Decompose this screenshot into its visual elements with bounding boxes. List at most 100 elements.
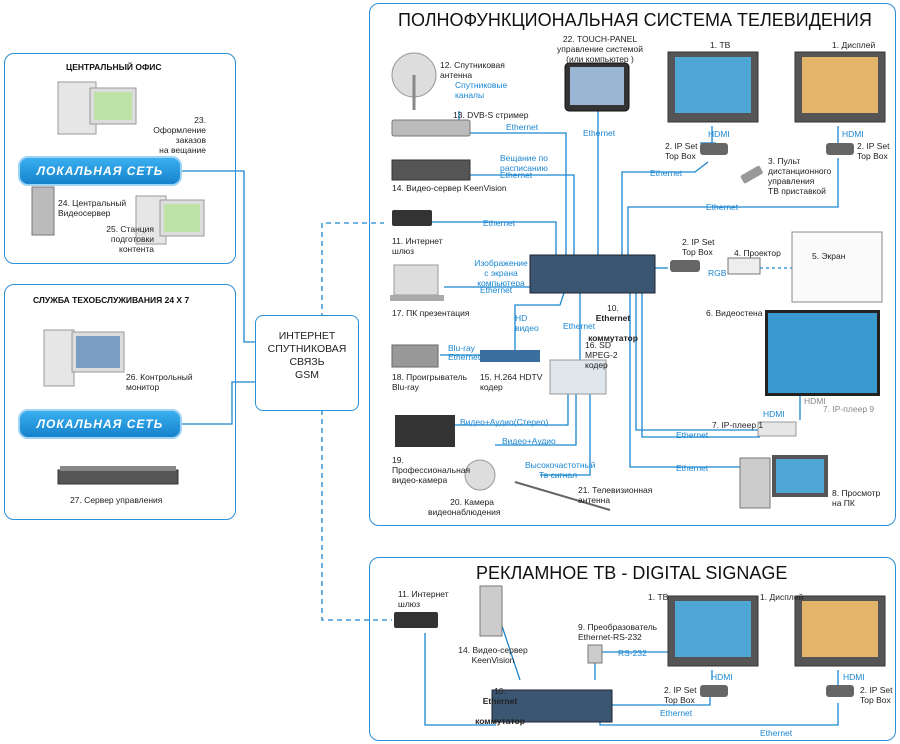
label-eth-c: Ethernet bbox=[676, 430, 709, 440]
remote-control-icon bbox=[740, 165, 763, 184]
label-23: 23. Оформление заказов на вещание bbox=[153, 115, 206, 155]
label-2a: 2. IP Set Top Box bbox=[665, 141, 698, 161]
set-top-box-icon-2 bbox=[826, 143, 854, 155]
label-17: 17. ПК презентация bbox=[392, 308, 470, 318]
label-17e: Ethernet bbox=[480, 285, 513, 295]
label-11: 11. Интернет шлюз bbox=[392, 236, 443, 256]
label-hdmi3: HDMI bbox=[804, 396, 826, 406]
full-tv-title: ПОЛНОФУНКЦИОНАЛЬНАЯ СИСТЕМА ТЕЛЕВИДЕНИЯ bbox=[398, 10, 872, 30]
label-20: 20. Камера видеонаблюдения bbox=[428, 497, 501, 517]
label-20b: Видео+Аудио bbox=[502, 436, 556, 446]
label-25: 25. Станция подготовки контента bbox=[106, 224, 154, 254]
internet-line2: СПУТНИКОВАЯ bbox=[267, 343, 347, 355]
label-26: 26. Контрольный монитор bbox=[126, 372, 193, 392]
label-shdmi2: HDMI bbox=[843, 672, 865, 682]
label-17b: Изображение с экрана компьютера bbox=[474, 258, 528, 288]
label-eth-b: Ethernet bbox=[706, 202, 739, 212]
label-eth-d: Ethernet bbox=[676, 463, 709, 473]
pc-presentation-icon bbox=[390, 264, 444, 301]
video-wall-icon bbox=[765, 310, 880, 396]
set-top-box-icon-3 bbox=[670, 260, 700, 272]
lan-bar-office: ЛОКАЛЬНАЯ СЕТЬ bbox=[18, 156, 182, 186]
tv-antenna-icon bbox=[514, 481, 611, 511]
label-stv: 1. ТВ bbox=[648, 592, 669, 602]
central-office-title: ЦЕНТРАЛЬНЫЙ ОФИС bbox=[66, 62, 162, 72]
signage-video-server-icon bbox=[479, 585, 503, 637]
label-14e: Ethernet bbox=[500, 170, 533, 180]
label-13e: Ethernet bbox=[506, 122, 539, 132]
video-server-icon bbox=[31, 186, 55, 236]
label-shdmi1: HDMI bbox=[711, 672, 733, 682]
internet-gateway-icon bbox=[392, 210, 432, 226]
display-icon bbox=[794, 51, 886, 123]
label-hdmi2: HDMI bbox=[763, 409, 785, 419]
label-14: 14. Видео-сервер KeenVision bbox=[392, 183, 507, 193]
label-10-switch: коммутатор bbox=[588, 333, 638, 343]
content-station-icon bbox=[135, 195, 205, 245]
cctv-camera-icon bbox=[464, 459, 496, 491]
control-monitor-icon bbox=[43, 329, 125, 387]
label-15b: HD видео bbox=[515, 313, 539, 333]
label-11e: Ethernet bbox=[483, 218, 516, 228]
label-19b: Видео+Аудио(Стерео) bbox=[460, 417, 549, 427]
label-seth2: Ethernet bbox=[760, 728, 793, 738]
label-16e: Ethernet bbox=[563, 321, 596, 331]
label-2c: 2. IP Set Top Box bbox=[682, 237, 715, 257]
label-s14: 14. Видео-сервер KeenVision bbox=[458, 645, 528, 665]
signage-switch-icon bbox=[491, 689, 613, 723]
label-eth-a: Ethernet bbox=[650, 168, 683, 178]
label-hdmi-b: HDMI bbox=[842, 129, 864, 139]
signage-display-icon bbox=[794, 595, 886, 667]
maintenance-title: СЛУЖБА ТЕХОБСЛУЖИВАНИЯ 24 Х 7 bbox=[33, 295, 190, 305]
label-7: 7. IP-плеер 1 bbox=[712, 420, 764, 430]
office-computer-icon bbox=[57, 81, 137, 135]
satellite-dish-icon bbox=[391, 52, 437, 110]
label-4: 4. Проектор bbox=[734, 248, 781, 258]
video-camera-icon bbox=[395, 415, 455, 447]
label-hdmi-a: HDMI bbox=[708, 129, 730, 139]
label-s11: 11. Интернет шлюз bbox=[398, 589, 449, 609]
sd-mpeg2-encoder-icon bbox=[549, 359, 607, 395]
label-s2b: 2. IP Set Top Box bbox=[860, 685, 893, 705]
projection-screen-icon bbox=[791, 231, 883, 303]
label-rgb: RGB bbox=[708, 268, 727, 278]
signage-gateway-icon bbox=[394, 612, 438, 628]
bluray-player-icon bbox=[391, 344, 439, 368]
label-seth1: Ethernet bbox=[660, 708, 693, 718]
label-18e: Ethernet bbox=[448, 352, 481, 362]
label-s2a: 2. IP Set Top Box bbox=[664, 685, 697, 705]
label-22e: Ethernet bbox=[583, 128, 616, 138]
touch-panel-icon bbox=[564, 62, 630, 112]
dvbs-streamer-icon bbox=[391, 119, 471, 137]
label-2b: 2. IP Set Top Box bbox=[857, 141, 890, 161]
label-16: 16. SD MPEG-2 кодер bbox=[585, 340, 618, 370]
label-21b: Высокочастотный Тв сигнал bbox=[525, 460, 596, 480]
management-server-icon bbox=[57, 466, 179, 485]
label-sdisp: 1. Дисплей bbox=[760, 592, 804, 602]
label-5: 5. Экран bbox=[812, 251, 846, 261]
ethernet-switch-icon bbox=[529, 254, 656, 294]
label-24: 24. Центральный Видеосервер bbox=[58, 198, 127, 218]
line-internet-signage bbox=[321, 410, 392, 621]
label-8: 8. Просмотр на ПК bbox=[832, 488, 881, 508]
h264-encoder-icon bbox=[480, 350, 540, 362]
label-10-eth: Ethernet bbox=[595, 313, 631, 323]
pc-viewing-icon bbox=[739, 455, 828, 509]
label-s10-num: 10. bbox=[494, 686, 506, 696]
label-s9: 9. Преобразователь Ethernet-RS-232 bbox=[578, 622, 658, 642]
label-10-num: 10. bbox=[607, 303, 619, 313]
label-disp1: 1. Дисплей bbox=[832, 40, 876, 50]
label-18b: Blu-ray bbox=[448, 343, 475, 353]
rs232-converter-icon bbox=[587, 644, 603, 664]
lan-bar-maint: ЛОКАЛЬНАЯ СЕТЬ bbox=[18, 409, 182, 439]
tv-icon bbox=[667, 51, 759, 123]
projector-icon bbox=[727, 257, 761, 275]
label-15: 15. H.264 HDTV кодер bbox=[480, 372, 543, 392]
video-server-keenvision-icon bbox=[391, 159, 471, 181]
signage-tv-icon bbox=[667, 595, 759, 667]
signage-stb-icon bbox=[700, 685, 728, 697]
signage-stb-icon-2 bbox=[826, 685, 854, 697]
label-s10-switch: коммутатор bbox=[475, 716, 525, 726]
label-s10: 10. Ethernet коммутатор bbox=[470, 676, 530, 726]
